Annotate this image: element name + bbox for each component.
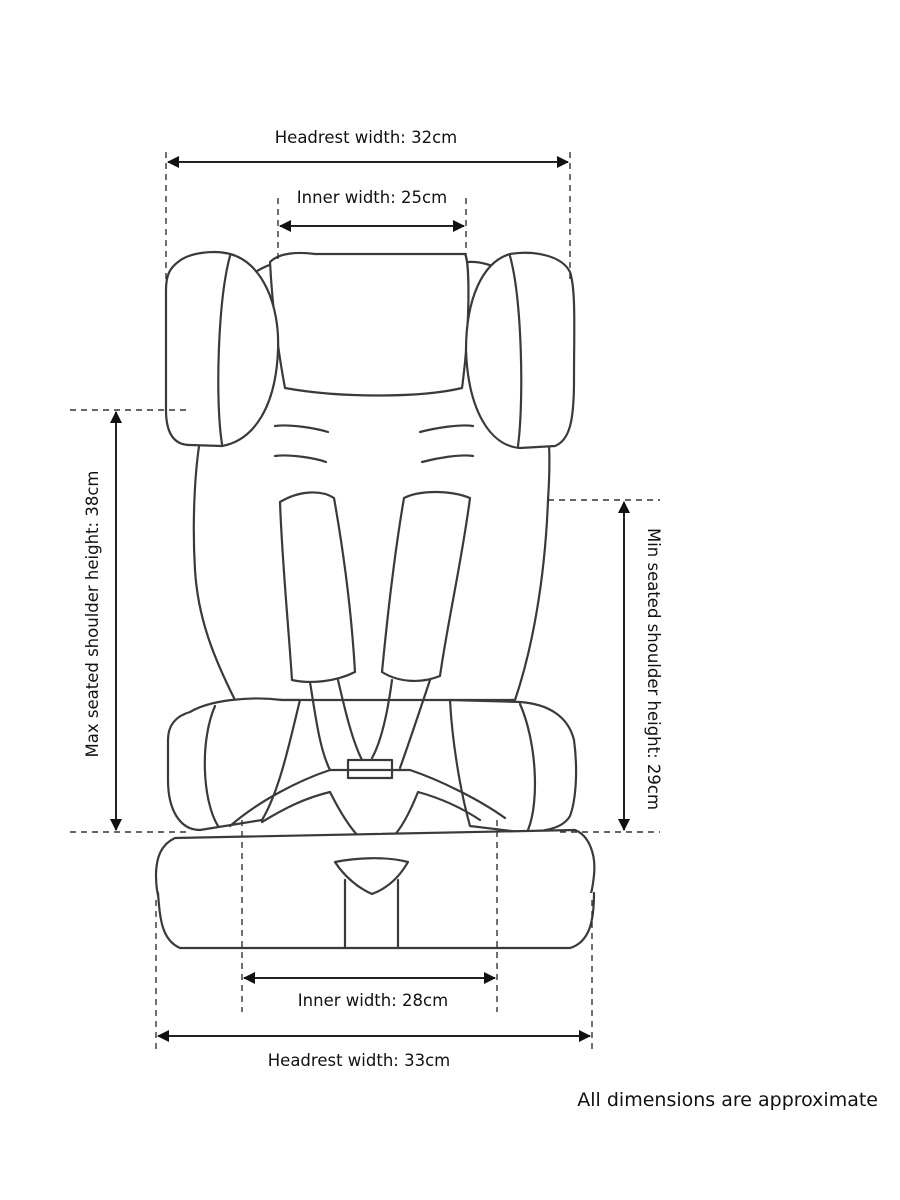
harness-straps (308, 678, 432, 772)
headrest-left-wing (164, 251, 280, 448)
max-shoulder-height-label: Max seated shoulder height: 38cm (83, 471, 102, 758)
min-shoulder-height-label: Min seated shoulder height: 29cm (644, 528, 663, 810)
inner-width-top-label: Inner width: 25cm (297, 188, 447, 207)
inner-width-bottom-label: Inner width: 28cm (298, 991, 448, 1010)
shoulder-pad-left (278, 491, 357, 684)
approximate-dimensions-note: All dimensions are approximate (577, 1089, 878, 1111)
headrest-right-wing (464, 251, 576, 450)
car-seat-illustration (154, 251, 596, 950)
side-bolster-right (448, 698, 578, 834)
vent-slots (273, 424, 475, 464)
side-bolster-left (166, 697, 302, 832)
seat-cushion-base (156, 891, 596, 950)
dimension-arrows (110, 156, 630, 1042)
headrest-width-top-label: Headrest width: 32cm (275, 128, 457, 147)
headrest-top (268, 251, 470, 397)
shoulder-pad-right (380, 490, 472, 682)
crotch-buckle (333, 857, 410, 896)
crotch-strap (343, 878, 400, 950)
headrest-width-bottom-label: Headrest width: 33cm (268, 1051, 450, 1070)
guide-lines (70, 152, 660, 1050)
